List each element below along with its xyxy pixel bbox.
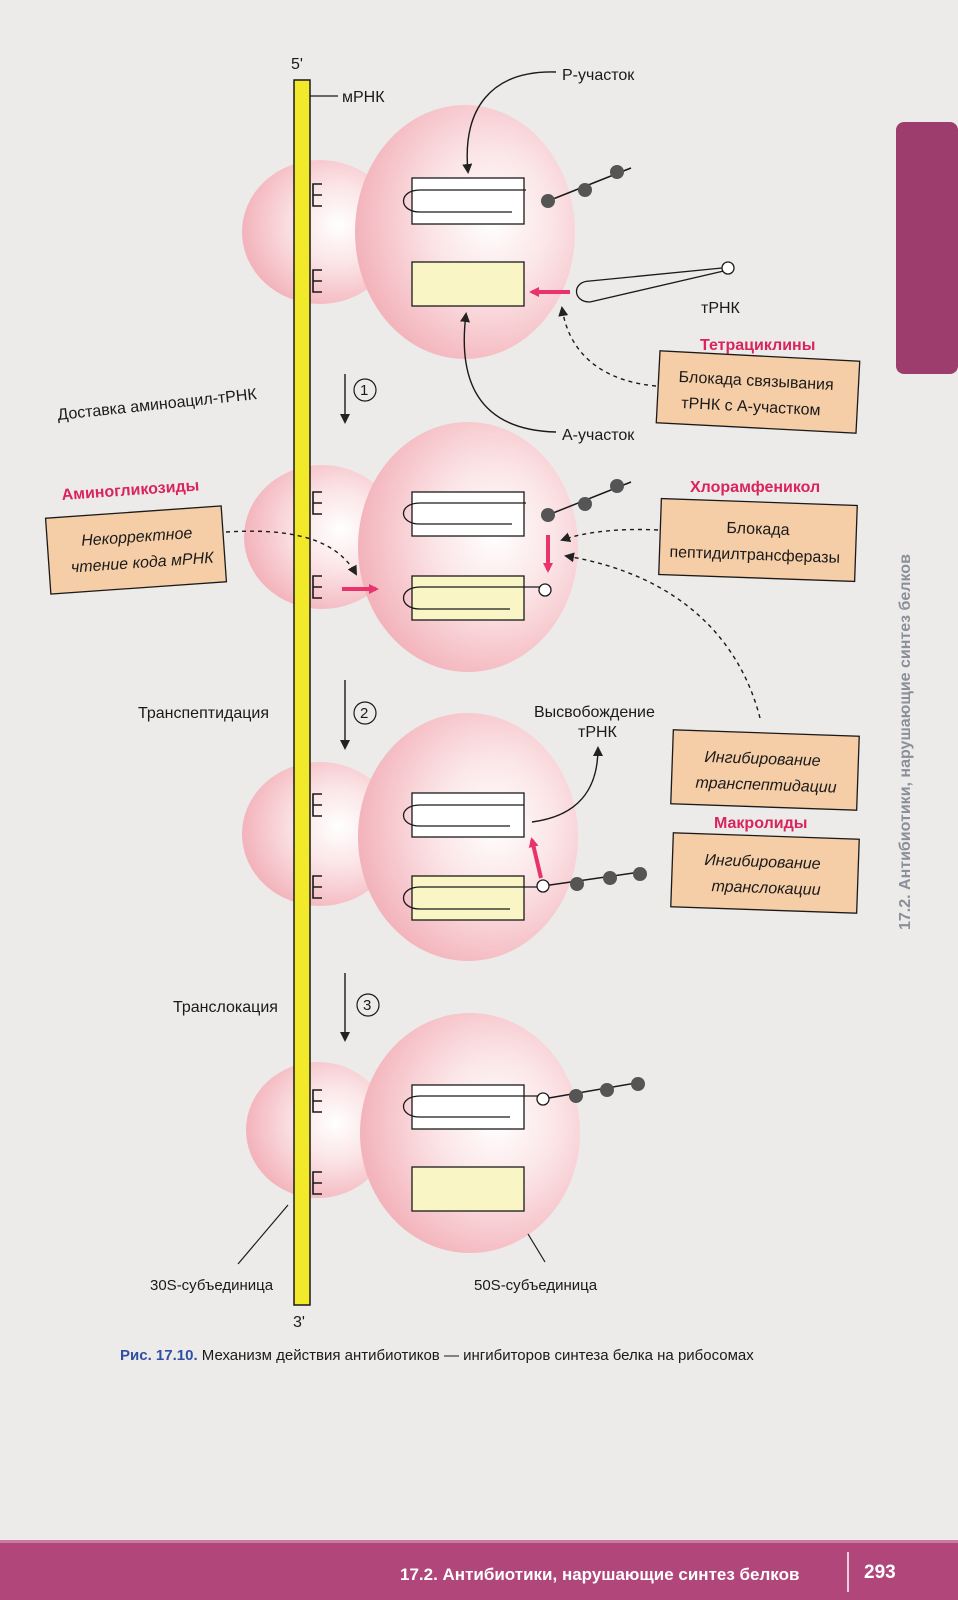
svg-text:пептидилтрансферазы: пептидилтрансферазы <box>669 544 840 567</box>
ribosome-stage-1 <box>242 105 575 359</box>
mrna-5-end: 5' <box>291 56 303 73</box>
large-subunit-label: 50S-субъединица <box>474 1277 598 1294</box>
svg-text:транспептидации: транспептидации <box>695 775 837 797</box>
mrna-3-end: 3' <box>293 1314 305 1331</box>
stage3-peptide-chain <box>536 867 647 893</box>
transpeptidation-callout: Ингибирование транспептидации <box>670 729 860 811</box>
figure-caption: Рис. 17.10. Механизм действия антибиотик… <box>120 1347 754 1364</box>
side-title: 17.2. Антибиотики, нарушающие синтез бел… <box>897 554 914 930</box>
stage1-a-site <box>411 261 525 307</box>
chloramphenicol-callout: Блокада пептидилтрансферазы <box>658 497 858 583</box>
mrna-strand <box>293 79 311 1306</box>
stage2-p-trna <box>403 491 526 537</box>
footer-title: 17.2. Антибиотики, нарушающие синтез бел… <box>400 1565 799 1584</box>
release-label-1: Высвобождение <box>534 704 655 721</box>
step-3-number: 3 <box>363 997 371 1014</box>
step-1-number: 1 <box>360 382 368 399</box>
tetracyclines-callout: Блокада связывания тРНК с А-участком <box>655 350 861 434</box>
step-2-label: Транспептидация <box>138 705 269 722</box>
aminoglycosides-label: Аминогликозиды <box>61 477 200 504</box>
small-subunit-label: 30S-субъединица <box>150 1277 274 1294</box>
stage1-peptide-chain <box>541 165 632 208</box>
svg-text:Ингибирование: Ингибирование <box>704 852 821 873</box>
stage1-p-trna <box>403 177 526 225</box>
codon-marks <box>312 183 322 1195</box>
trna-label: тРНК <box>701 300 741 317</box>
macrolides-callout: Ингибирование транслокации <box>670 832 860 914</box>
a-site-label: А-участок <box>562 427 635 444</box>
chloramphenicol-label: Хлорамфеникол <box>690 479 820 496</box>
svg-text:Блокада: Блокада <box>726 520 790 539</box>
incoming-trna <box>575 267 729 303</box>
footer-band <box>0 1542 958 1600</box>
stage4-a-site <box>411 1166 525 1212</box>
step-1-label: Доставка аминоацил-тРНК <box>57 386 259 424</box>
stage3-peptidyl-trna <box>403 875 540 921</box>
page-number: 293 <box>864 1562 896 1583</box>
tetracyclines-label: Тетрациклины <box>700 337 815 354</box>
ribosome-stage-3 <box>242 713 578 961</box>
stage2-peptide-chain <box>541 479 632 522</box>
release-label-2: тРНК <box>578 724 618 741</box>
stage2-a-trna <box>403 575 544 621</box>
macrolides-label: Макролиды <box>714 815 807 832</box>
svg-text:транслокации: транслокации <box>711 878 821 899</box>
stage3-deacylated-trna <box>403 792 525 838</box>
p-site-label: Р-участок <box>562 67 635 84</box>
side-tab <box>896 122 958 374</box>
aminoglycosides-callout: Некорректное чтение кода мРНК <box>44 505 228 595</box>
svg-text:Ингибирование: Ингибирование <box>704 749 821 770</box>
step-2-number: 2 <box>360 705 368 722</box>
mrna-label: мРНК <box>342 89 385 106</box>
step-3-label: Транслокация <box>173 999 278 1016</box>
stage4-peptide-chain <box>536 1077 645 1106</box>
stage4-p-trna <box>403 1084 540 1130</box>
